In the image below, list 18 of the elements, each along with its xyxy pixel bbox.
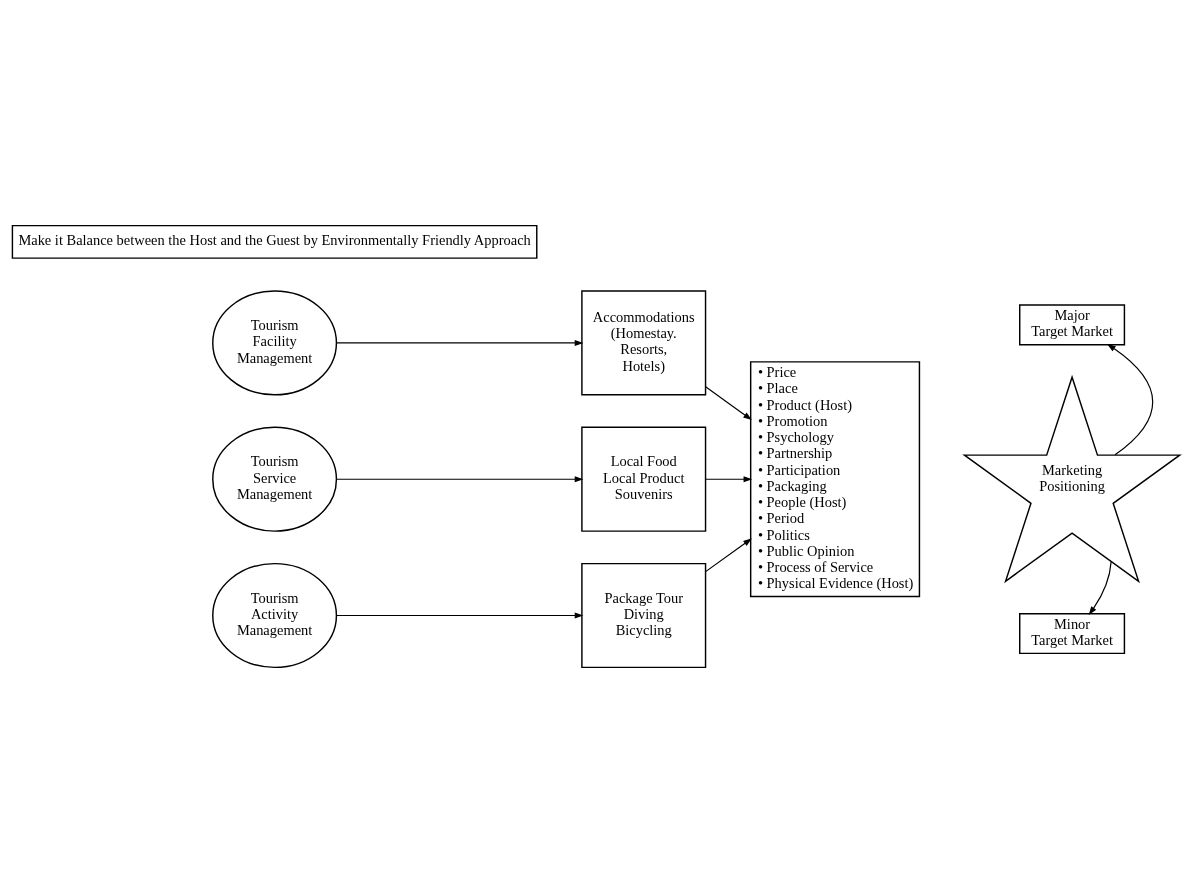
- node-ellipse: Tourism Facility Management: [212, 290, 338, 396]
- node-ellipse: Tourism Service Management: [212, 426, 338, 532]
- arrow: [705, 386, 752, 421]
- node-box: Make it Balance between the Host and the Guest by Environmentally Friendly Approach: [11, 224, 538, 259]
- node-box: • Price • Place • Product (Host) • Promotion • Psychology • Partnership • Participation • Packaging • People (Host) • Period • Politics • Public Opinion • Process of Service • Physical Evidence (Host): [749, 361, 921, 598]
- node-box: Local Food Local Product Souvenirs: [581, 426, 707, 532]
- node-box: Package Tour Diving Bicycling: [581, 562, 707, 669]
- arrow: [705, 538, 752, 573]
- arrow: [335, 612, 584, 619]
- arrow: [335, 476, 584, 483]
- arrow: [1107, 343, 1154, 456]
- node-box: Minor Target Market: [1019, 612, 1126, 655]
- node-box: Major Target Market: [1019, 304, 1126, 346]
- arrow: [335, 339, 584, 346]
- node-ellipse: Tourism Activity Management: [212, 562, 338, 669]
- arrow: [1088, 561, 1112, 616]
- node-box: Accommodations (Homestay. Resorts, Hotels): [581, 290, 707, 396]
- arrow: [705, 476, 753, 483]
